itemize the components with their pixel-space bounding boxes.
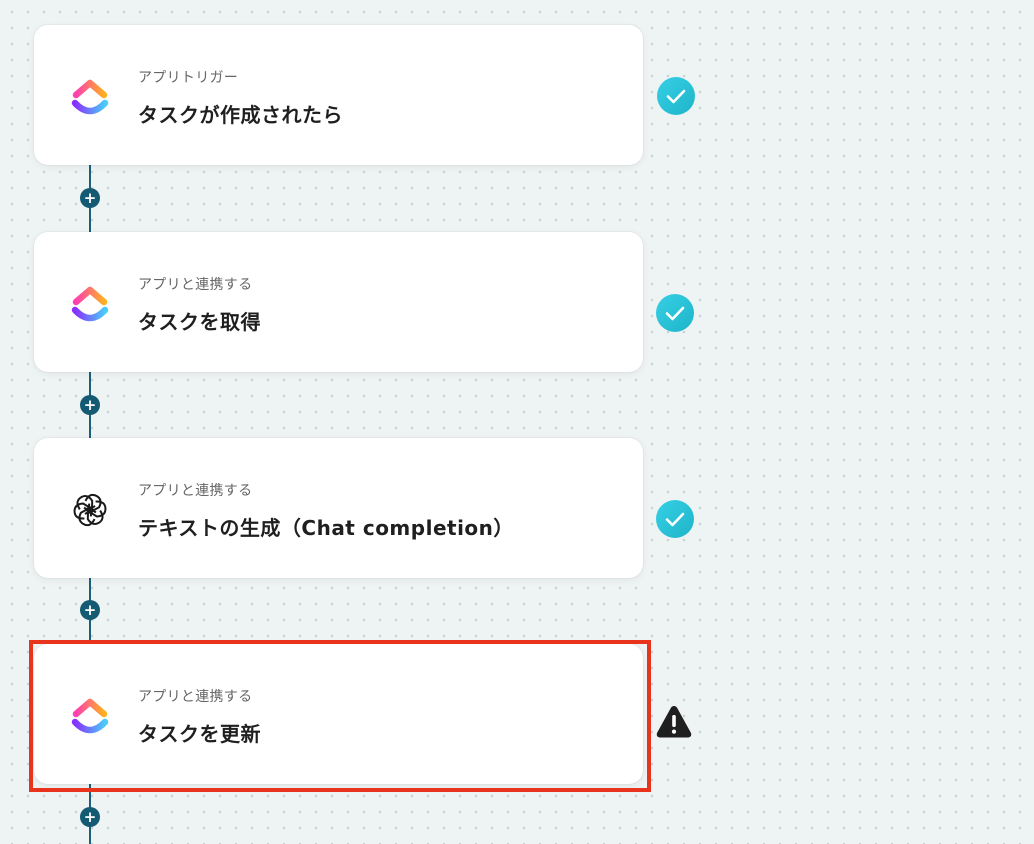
plus-icon: + [83, 601, 97, 619]
flow-step-card[interactable]: アプリと連携する タスクを取得 [34, 232, 643, 372]
flow-step-card[interactable]: アプリトリガー タスクが作成されたら [34, 25, 643, 165]
flow-step-card[interactable]: アプリと連携する タスクを更新 [34, 644, 643, 784]
check-icon [656, 294, 694, 332]
step-title: テキストの生成（Chat completion） [138, 516, 514, 540]
check-icon [657, 77, 695, 115]
add-step-button[interactable]: + [80, 395, 100, 415]
step-kind-label: アプリトリガー [138, 70, 239, 86]
step-title: タスクを更新 [138, 722, 261, 746]
warning-icon [656, 706, 692, 738]
add-step-button[interactable]: + [80, 188, 100, 208]
clickup-logo-icon [71, 698, 109, 734]
plus-icon: + [83, 396, 97, 414]
plus-icon: + [83, 189, 97, 207]
step-title: タスクを取得 [138, 310, 261, 334]
openai-logo-icon [73, 493, 107, 527]
flow-step-card[interactable]: アプリと連携する テキストの生成（Chat completion） [34, 438, 643, 578]
add-step-button[interactable]: + [80, 600, 100, 620]
check-icon [656, 500, 694, 538]
step-kind-label: アプリと連携する [138, 277, 253, 293]
add-step-button[interactable]: + [80, 807, 100, 827]
clickup-logo-icon [71, 79, 109, 115]
step-title: タスクが作成されたら [138, 103, 343, 127]
plus-icon: + [83, 808, 97, 826]
clickup-logo-icon [71, 286, 109, 322]
step-kind-label: アプリと連携する [138, 689, 253, 705]
step-kind-label: アプリと連携する [138, 483, 253, 499]
